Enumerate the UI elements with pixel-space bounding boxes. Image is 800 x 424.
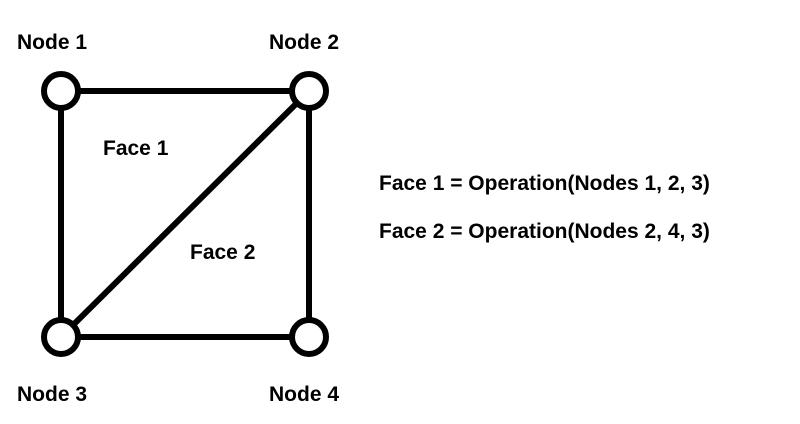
node-1-circle bbox=[41, 71, 81, 111]
node-3-label: Node 3 bbox=[17, 383, 88, 406]
face-1-formula: Face 1 = Operation(Nodes 1, 2, 3) bbox=[379, 172, 710, 195]
node-1-label: Node 1 bbox=[17, 31, 88, 54]
node-4-label: Node 4 bbox=[269, 383, 340, 406]
face-2-formula: Face 2 = Operation(Nodes 2, 4, 3) bbox=[379, 220, 710, 243]
node-2-label: Node 2 bbox=[269, 31, 340, 54]
face-1-label: Face 1 bbox=[103, 137, 169, 160]
face-2-label: Face 2 bbox=[190, 241, 256, 264]
edge-node2-node3-diagonal bbox=[58, 88, 312, 340]
node-4-circle bbox=[289, 317, 329, 357]
node-2-circle bbox=[289, 71, 329, 111]
node-3-circle bbox=[41, 317, 81, 357]
